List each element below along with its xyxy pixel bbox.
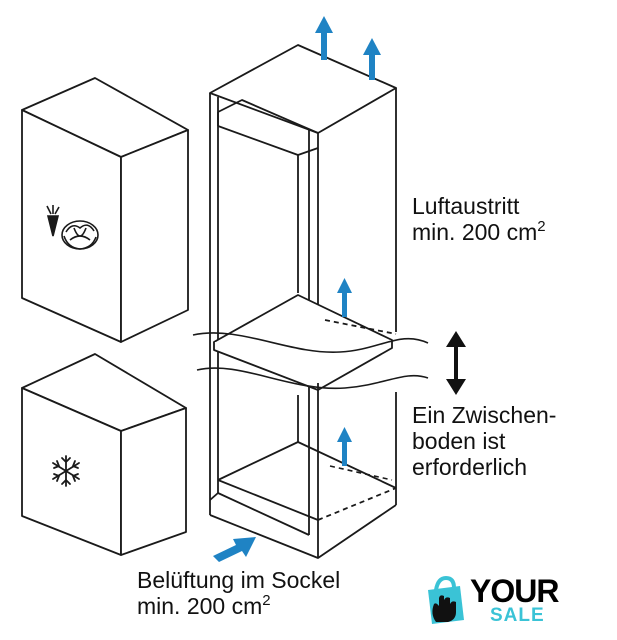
plinth-vent-area-exponent: 2 — [262, 592, 271, 609]
snowflake-icon — [52, 455, 80, 487]
air-outlet-title: Luftaustritt — [412, 193, 520, 219]
plinth-vent-label: Belüftung im Sockel min. 200 cm2 — [137, 567, 340, 619]
plinth-vent-title: Belüftung im Sockel — [137, 567, 341, 593]
plinth-inlet-arrow-icon — [213, 537, 256, 562]
shelf-required-label: Ein Zwischen- boden ist erforderlich — [412, 402, 556, 480]
airflow-arrow-upper-icon — [337, 278, 352, 317]
air-outlet-area-text: min. 200 cm — [412, 219, 538, 245]
vegetables-icon — [46, 205, 99, 250]
exhaust-arrow-left-icon — [315, 16, 333, 60]
airflow-arrows — [213, 16, 381, 562]
airflow-arrow-lower-icon — [337, 427, 352, 466]
yoursale-logo: YOUR SALE — [422, 572, 582, 632]
freezer-door-panel — [21, 353, 187, 556]
air-outlet-label: Luftaustritt min. 200 cm2 — [412, 193, 546, 245]
break-lines — [192, 332, 429, 390]
fridge-door-panel — [21, 77, 189, 343]
intermediate-shelf — [213, 294, 397, 391]
shelf-label-line3: erforderlich — [412, 454, 528, 480]
double-arrow-vertical-icon — [446, 331, 466, 395]
shopping-bag-hand-icon — [428, 576, 464, 624]
plinth-vent-min-area: min. 200 cm2 — [137, 593, 340, 619]
lower-dashes — [329, 465, 393, 481]
niche-cabinet — [209, 44, 397, 559]
exhaust-arrow-right-icon — [363, 38, 381, 80]
shelf-label-line1: Ein Zwischen- — [412, 402, 557, 428]
air-outlet-min-area: min. 200 cm2 — [412, 219, 546, 245]
shelf-label-line2: boden ist — [412, 428, 506, 454]
logo-word-your: YOUR — [470, 573, 559, 609]
plinth-vent-area-text: min. 200 cm — [137, 593, 263, 619]
logo-word-sale: SALE — [490, 605, 545, 626]
air-outlet-area-exponent: 2 — [537, 218, 546, 235]
